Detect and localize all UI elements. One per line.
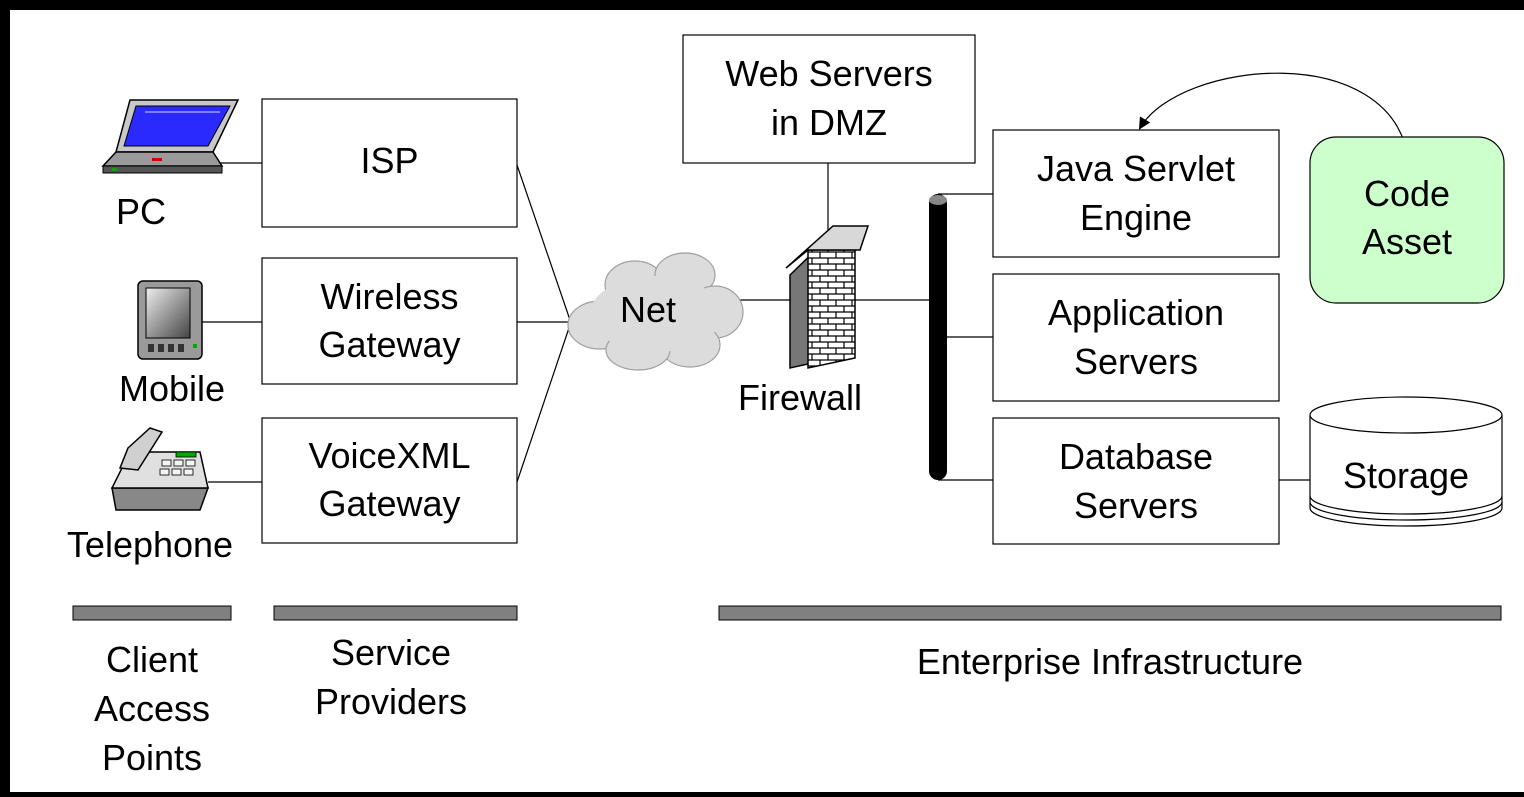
wireless-gateway-line2: Gateway (318, 324, 460, 365)
telephone-icon (110, 427, 210, 511)
storage-cylinder-icon (1309, 396, 1503, 527)
code-asset-line1: Code (1364, 173, 1450, 214)
mobile-device-icon (137, 280, 203, 360)
servlet-line1: Java Servlet (1037, 148, 1235, 189)
client-section-line3: Points (102, 737, 202, 778)
pc-laptop-icon (101, 99, 240, 174)
code-asset-to-servlet-arrow (1138, 72, 1409, 159)
service-section-bar (273, 605, 518, 621)
dmz-line2: in DMZ (771, 102, 887, 143)
dmz-line1: Web Servers (725, 53, 932, 94)
database-servers-box: Database Servers (992, 417, 1280, 545)
firewall-label: Firewall (738, 377, 862, 418)
storage-label: Storage (1343, 455, 1469, 496)
pc-label: PC (116, 191, 166, 232)
net-cloud-icon (567, 252, 744, 371)
isp-to-net-line (516, 164, 571, 321)
db-line2: Servers (1074, 485, 1198, 526)
isp-box: ISP (261, 98, 518, 228)
client-section-line1: Client (106, 639, 198, 680)
application-servers-box: Application Servers (992, 273, 1280, 402)
java-servlet-engine-box: Java Servlet Engine (992, 129, 1280, 258)
voicexml-to-net-line (516, 324, 571, 483)
connector-lines (202, 72, 1409, 483)
net-label: Net (620, 289, 676, 330)
service-section-line1: Service (331, 632, 451, 673)
firewall-icon (785, 225, 870, 369)
dmz-web-servers-box: Web Servers in DMZ (682, 34, 976, 164)
code-asset-line2: Asset (1362, 221, 1452, 262)
client-section-bar (72, 605, 232, 621)
db-line1: Database (1059, 436, 1213, 477)
voicexml-gateway-line2: Gateway (318, 483, 460, 524)
mobile-label: Mobile (119, 368, 225, 409)
wireless-gateway-box: Wireless Gateway (261, 257, 518, 385)
diagram-canvas: PC Mobile Telephone ISP Wireless Gateway… (67, 34, 1505, 778)
service-section-line2: Providers (315, 681, 467, 722)
servlet-line2: Engine (1080, 197, 1192, 238)
app-line2: Servers (1074, 341, 1198, 382)
enterprise-section-label: Enterprise Infrastructure (917, 641, 1303, 682)
network-bus-bar (929, 194, 947, 480)
voicexml-gateway-line1: VoiceXML (308, 435, 470, 476)
isp-box-label: ISP (360, 140, 418, 181)
architecture-diagram: PC Mobile Telephone ISP Wireless Gateway… (10, 10, 1524, 792)
client-section-line2: Access (94, 688, 210, 729)
voicexml-gateway-box: VoiceXML Gateway (261, 417, 518, 544)
wireless-gateway-line1: Wireless (320, 276, 458, 317)
app-line1: Application (1048, 292, 1224, 333)
telephone-label: Telephone (67, 524, 233, 565)
code-asset-box: Code Asset (1309, 136, 1505, 304)
enterprise-section-bar (718, 605, 1502, 621)
